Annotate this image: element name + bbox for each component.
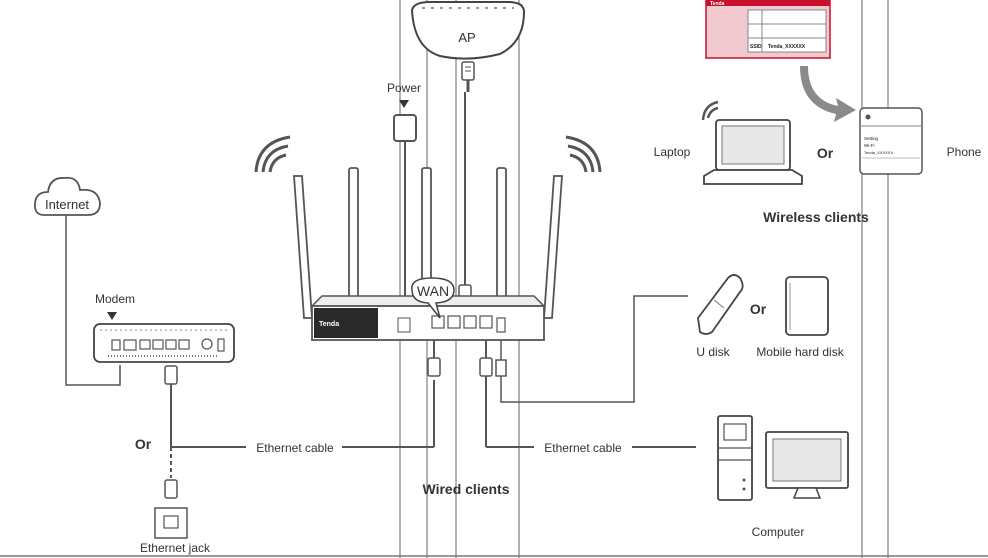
phone-icon: Setting Wi-Fi Tenda_XXXXXX bbox=[859, 107, 923, 175]
wireless-clients-label: Wireless clients bbox=[763, 209, 869, 225]
ap-cable bbox=[458, 61, 475, 304]
ethernet-jack-label: Ethernet jack bbox=[140, 541, 211, 555]
card-to-phone-arrow-icon bbox=[800, 66, 856, 122]
ethernet-cable-left-label: Ethernet cable bbox=[256, 441, 334, 455]
internet-label: Internet bbox=[45, 197, 89, 212]
computer-monitor-icon bbox=[765, 431, 849, 499]
router-logo: Tenda bbox=[319, 321, 339, 328]
ap-device: AP bbox=[410, 0, 526, 60]
power-adapter-icon bbox=[393, 114, 417, 311]
card-brand: Tenda bbox=[710, 1, 725, 7]
u-disk-icon bbox=[697, 274, 744, 335]
ethernet-jack-icon bbox=[154, 507, 188, 539]
card-ssid-label: SSID bbox=[750, 44, 762, 50]
router-ports bbox=[431, 315, 506, 333]
router-antennas bbox=[293, 167, 563, 319]
internet-to-modem-line bbox=[65, 216, 121, 386]
wifi-signal-right-icon bbox=[565, 135, 602, 173]
power-arrow-icon bbox=[399, 100, 409, 108]
ap-label: AP bbox=[458, 30, 475, 45]
wired-clients-label: Wired clients bbox=[422, 481, 509, 497]
ethernet-cable-right-label: Ethernet cable bbox=[544, 441, 622, 455]
wan-label: WAN bbox=[417, 283, 449, 299]
wan-callout: WAN bbox=[411, 277, 455, 319]
u-disk-label: U disk bbox=[696, 345, 730, 359]
modem-label: Modem bbox=[95, 292, 135, 306]
internet-cloud-icon: Internet bbox=[34, 176, 101, 216]
mobile-hard-disk-label: Mobile hard disk bbox=[756, 345, 844, 359]
laptop-label: Laptop bbox=[654, 145, 691, 159]
router-device: Tenda bbox=[310, 295, 546, 341]
mobile-hard-disk-icon bbox=[785, 276, 829, 336]
column-guide-lines bbox=[399, 0, 889, 558]
or-left-label: Or bbox=[135, 436, 152, 452]
phone-screen-title: Setting bbox=[864, 136, 879, 141]
modem-device bbox=[93, 323, 235, 363]
phone-label: Phone bbox=[947, 145, 982, 159]
usb-cable bbox=[495, 295, 688, 403]
or-wireless-label: Or bbox=[817, 145, 834, 161]
wifi-signal-left-icon bbox=[254, 135, 291, 173]
card-ssid-value: Tenda_XXXXXX bbox=[768, 44, 806, 50]
wifi-card: Tenda SSID Tenda_XXXXXX bbox=[705, 0, 831, 59]
wifi-signal-laptop-icon bbox=[701, 100, 719, 121]
computer-tower-icon bbox=[717, 415, 753, 501]
laptop-icon bbox=[703, 119, 803, 185]
phone-screen-network: Tenda_XXXXXX bbox=[864, 150, 893, 155]
power-label: Power bbox=[387, 81, 421, 95]
phone-screen-wlan: Wi-Fi bbox=[864, 143, 875, 148]
modem-arrow-icon bbox=[107, 312, 117, 320]
ethernet-cable-left bbox=[164, 340, 441, 499]
or-storage-label: Or bbox=[750, 301, 767, 317]
computer-label: Computer bbox=[752, 525, 805, 539]
ethernet-cable-right bbox=[479, 340, 696, 448]
